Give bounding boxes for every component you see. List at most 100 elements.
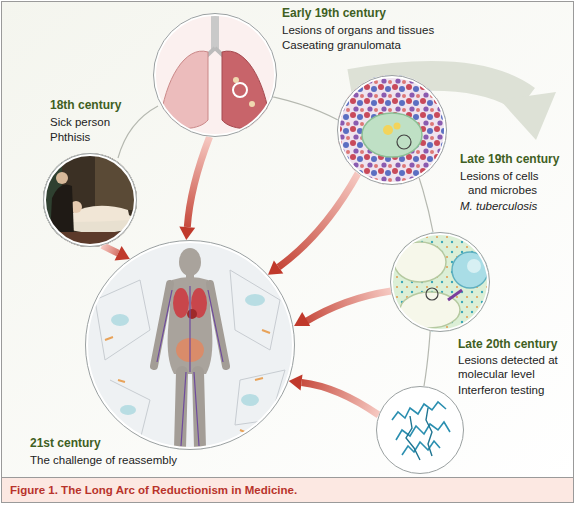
cells-ring bbox=[391, 233, 490, 332]
progress-arrow bbox=[102, 245, 130, 260]
arc-band bbox=[500, 92, 556, 140]
circle-outline bbox=[155, 15, 276, 136]
lungs bbox=[249, 101, 255, 107]
molecule bbox=[392, 402, 446, 420]
molecule bbox=[396, 422, 450, 440]
arrow-head bbox=[115, 246, 130, 260]
arrow-shaft bbox=[102, 245, 118, 253]
cells bbox=[388, 230, 493, 335]
arrow-shaft bbox=[187, 137, 209, 227]
painting bbox=[40, 150, 140, 250]
tissue bbox=[397, 135, 411, 149]
cells bbox=[467, 259, 481, 273]
era-heading: Late 20th century bbox=[458, 337, 557, 351]
era-heading: 21st century bbox=[30, 436, 101, 450]
cells-arrow bbox=[305, 291, 391, 322]
body-scene bbox=[179, 248, 201, 276]
arrow-head bbox=[268, 261, 283, 275]
body-scene bbox=[120, 405, 136, 415]
circle-outline bbox=[339, 77, 446, 184]
cells bbox=[448, 290, 462, 300]
circle-outline bbox=[87, 242, 294, 449]
tissue bbox=[394, 123, 401, 130]
lungs bbox=[222, 51, 270, 128]
circle-outline bbox=[45, 155, 136, 246]
arrow-head bbox=[289, 375, 303, 391]
circle-outline bbox=[86, 241, 295, 450]
body-scene bbox=[85, 240, 295, 450]
era-description: Phthisis bbox=[50, 130, 90, 144]
progress-arrow bbox=[179, 137, 209, 240]
circle-outline bbox=[85, 240, 295, 450]
body-scene bbox=[85, 240, 295, 450]
tissue bbox=[335, 73, 450, 188]
lungs bbox=[150, 10, 280, 140]
progress-arrow bbox=[268, 173, 358, 274]
era-circle: 21st centuryThe challenge of reassembly bbox=[85, 240, 295, 450]
painting bbox=[95, 150, 140, 210]
circle-outline bbox=[338, 76, 447, 185]
lungs bbox=[150, 10, 280, 140]
progress-arrow bbox=[289, 375, 379, 416]
cells bbox=[426, 288, 438, 300]
arrow-head bbox=[179, 227, 195, 241]
tissue bbox=[362, 113, 422, 157]
circle-outline bbox=[337, 75, 447, 185]
lungs bbox=[160, 51, 208, 128]
circle-outline bbox=[153, 13, 277, 137]
zoom-links bbox=[118, 106, 158, 158]
molecule bbox=[375, 385, 465, 475]
arrow-shaft bbox=[302, 382, 379, 415]
cells-ring bbox=[391, 233, 490, 332]
molecule bbox=[426, 408, 432, 456]
era-description: Lesions of cells and microbes bbox=[460, 169, 560, 197]
cells bbox=[388, 230, 493, 335]
cells bbox=[394, 242, 446, 282]
era-description: Sick person bbox=[50, 115, 110, 129]
example-label: M. tuberculosis bbox=[460, 199, 537, 213]
cells bbox=[388, 230, 493, 335]
body-scene bbox=[173, 288, 189, 318]
body-scene bbox=[245, 294, 265, 306]
molecule bbox=[406, 416, 420, 460]
lungs bbox=[233, 77, 239, 83]
tissue bbox=[383, 125, 393, 135]
arrow-shaft bbox=[279, 173, 359, 267]
tissue bbox=[335, 73, 450, 188]
era-description: Interferon testing bbox=[458, 383, 544, 397]
figure-caption: Figure 1. The Long Arc of Reductionism i… bbox=[10, 483, 297, 497]
circle-outline bbox=[378, 388, 463, 473]
cells-ring bbox=[392, 234, 489, 331]
circle-outline bbox=[44, 154, 137, 247]
era-circle: Late 20th centuryLesions detected at mol… bbox=[376, 386, 464, 474]
era-description: The challenge of reassembly bbox=[30, 453, 177, 467]
era-description: Caseating granulomata bbox=[282, 38, 401, 52]
body-scene bbox=[241, 394, 259, 406]
painting bbox=[40, 150, 140, 250]
circle-outline bbox=[43, 153, 137, 247]
era-heading: 18th century bbox=[50, 98, 121, 112]
molecule bbox=[375, 385, 465, 475]
lungs bbox=[233, 83, 247, 97]
frame bbox=[2, 2, 574, 503]
circle-outline bbox=[154, 14, 277, 137]
body-scene bbox=[111, 314, 129, 326]
body-scene bbox=[157, 286, 223, 446]
era-description: Lesions detected at molecular level bbox=[458, 353, 558, 381]
era-heading: Late 19th century bbox=[460, 152, 559, 166]
painting bbox=[56, 172, 68, 184]
cells-arrow bbox=[290, 291, 391, 333]
body-scene bbox=[187, 309, 197, 319]
molecule bbox=[402, 441, 440, 455]
lungs bbox=[211, 14, 219, 50]
circle-outline bbox=[376, 386, 464, 474]
circle-outline bbox=[377, 387, 464, 474]
era-description: Lesions of organs and tissues bbox=[282, 23, 434, 37]
era-circle: Late 19th centuryLesions of cells and mi… bbox=[337, 75, 447, 185]
era-heading: Early 19th century bbox=[282, 6, 386, 20]
frame bbox=[2, 2, 574, 478]
era-circle: 18th centurySick personPhthisis bbox=[43, 153, 137, 247]
frame bbox=[2, 478, 574, 503]
era-circle: Early 19th centuryLesions of organs and … bbox=[153, 13, 277, 137]
